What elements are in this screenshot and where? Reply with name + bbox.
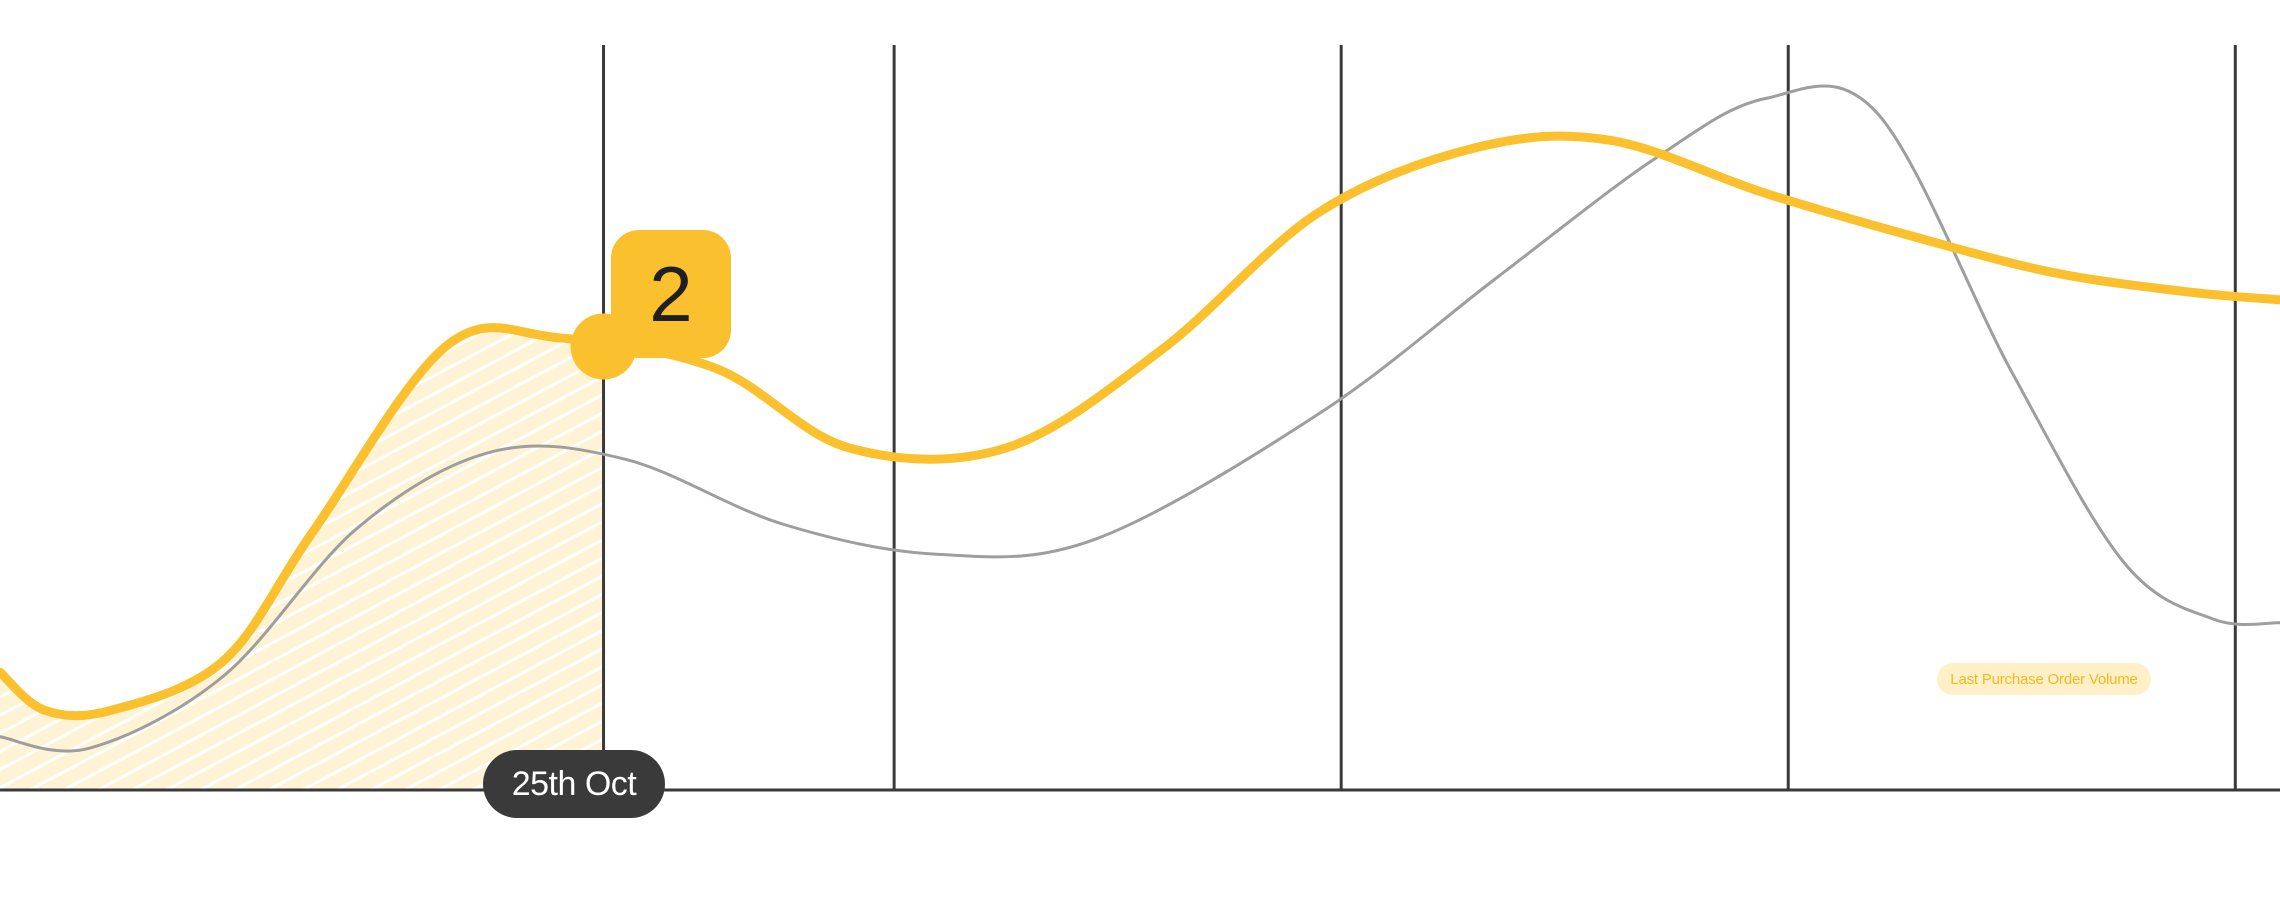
highlight-area <box>0 328 604 790</box>
highlight-value-label: 2 <box>649 249 693 338</box>
highlight-x-label: 25th Oct <box>511 764 637 803</box>
legend-label: Last Purchase Order Volume <box>1950 670 2138 688</box>
legend-chip: Last Purchase Order Volume <box>1937 663 2151 695</box>
series-line-secondary <box>0 84 2280 753</box>
highlight-x-label-pill: 25th Oct <box>483 750 665 818</box>
highlight-value-badge: 2 <box>611 230 731 358</box>
series-line-primary <box>0 131 2280 721</box>
